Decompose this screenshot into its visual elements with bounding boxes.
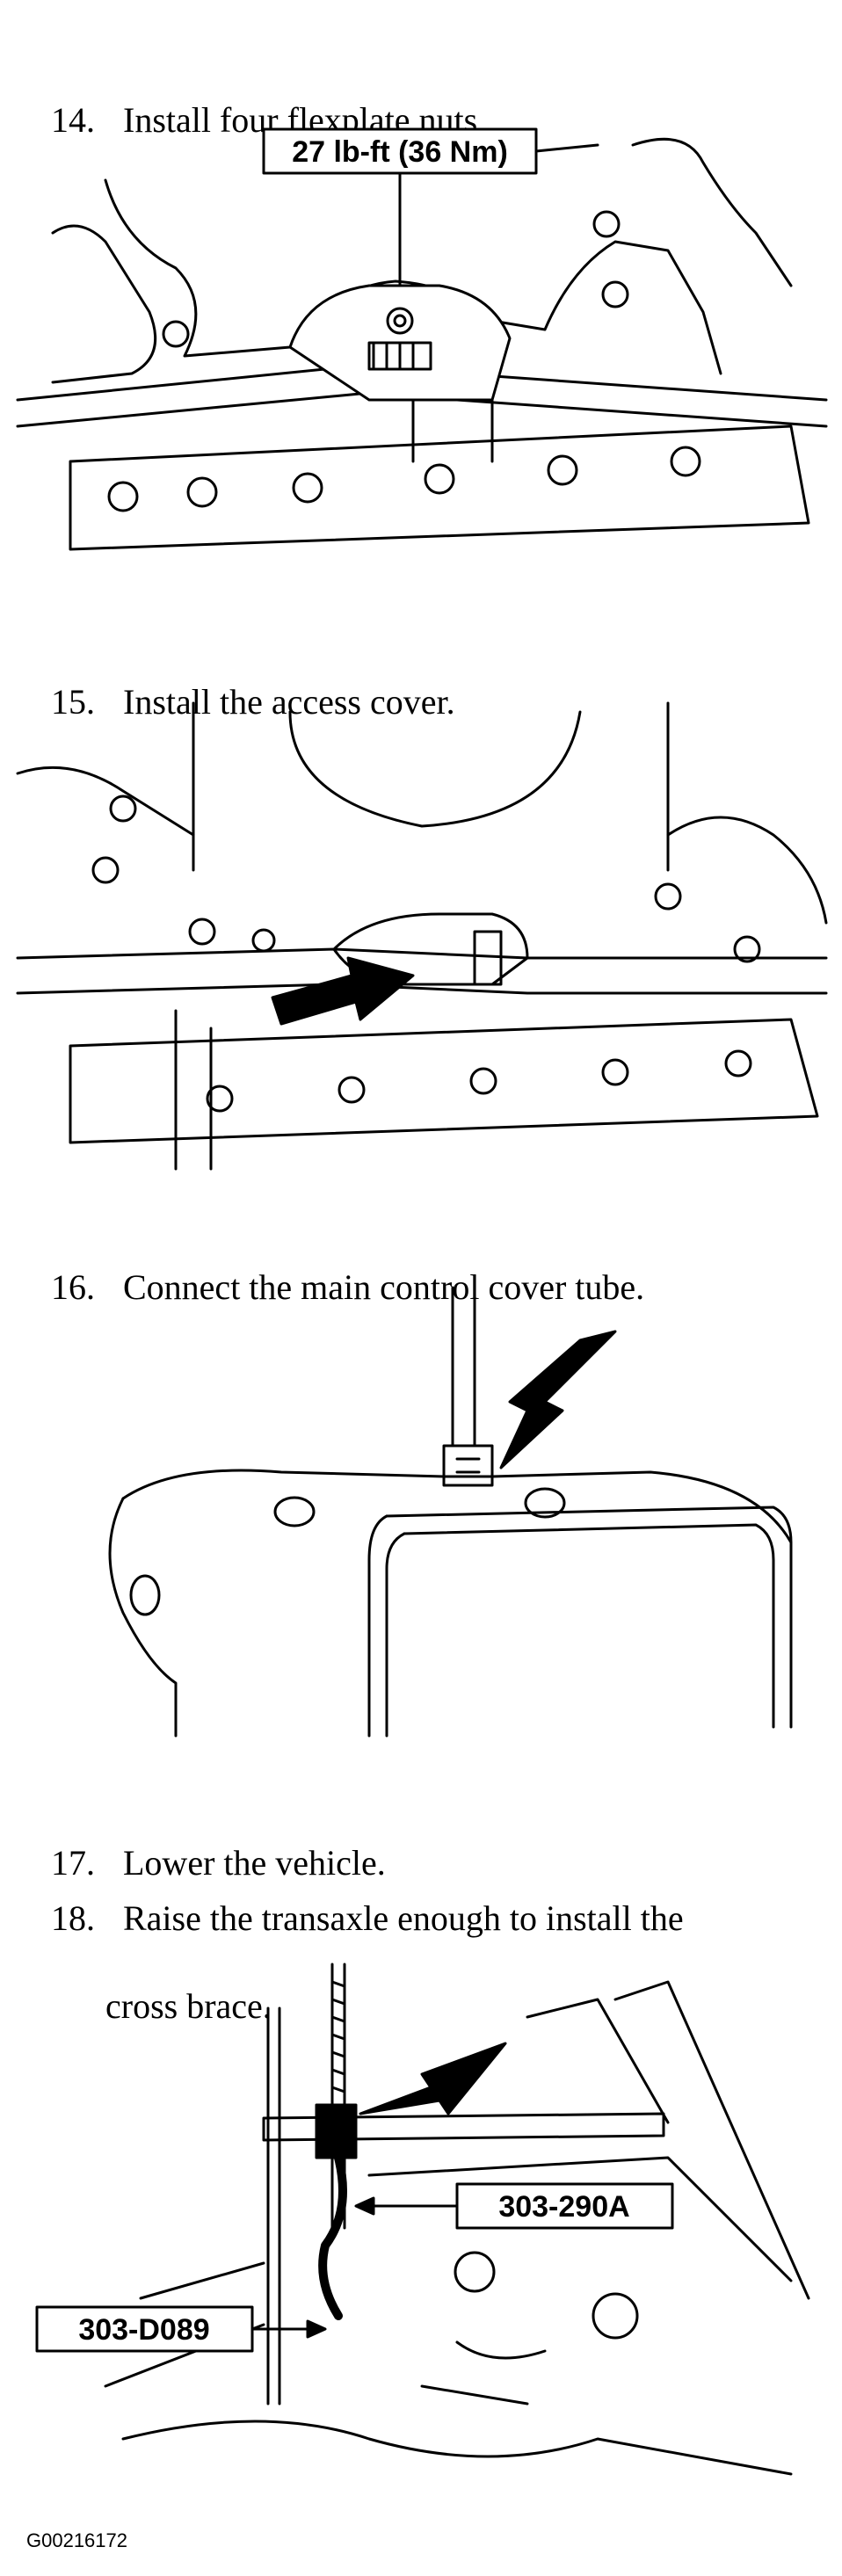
lifting-chain	[318, 2153, 347, 2320]
step-text-continued: cross brace.	[105, 1986, 272, 2026]
bolt	[601, 280, 629, 308]
main-control-cover-outer	[121, 1469, 793, 1729]
engine-line	[420, 2340, 547, 2405]
flange-hole	[424, 463, 455, 495]
bolt	[592, 210, 621, 238]
right-housing	[631, 137, 793, 287]
flange-hole	[469, 1067, 497, 1095]
step-number: 17.	[51, 1843, 95, 1883]
bolt	[251, 928, 276, 953]
tool-callout-label-a: 303-290A	[498, 2190, 629, 2224]
left-frame	[16, 766, 195, 837]
step-number: 16.	[51, 1267, 95, 1307]
brace-block	[315, 2103, 358, 2159]
housing-sides	[192, 701, 670, 872]
bolt	[654, 882, 682, 911]
cover-left-edge	[108, 1497, 178, 1738]
teeth-lines	[372, 341, 415, 371]
rod-threads	[330, 1980, 346, 2111]
torque-callout-box	[262, 127, 538, 175]
plate-edge	[174, 1009, 213, 1171]
flange-hole	[670, 446, 701, 477]
engine-line	[367, 2156, 793, 2282]
torque-callout-label: 27 lb-ft (36 Nm)	[292, 135, 508, 169]
flange-hole	[547, 454, 578, 486]
bolt	[109, 795, 137, 823]
bracket-legs	[411, 398, 494, 463]
callout-arrowhead-a	[354, 2196, 375, 2216]
install-arrow	[359, 2042, 507, 2115]
step-15: 15. Install the access cover.	[33, 636, 455, 724]
cover-inner-top	[385, 1506, 793, 1544]
callout-leader	[534, 143, 599, 153]
cover-inner-left	[367, 1514, 388, 1738]
converter-housing	[288, 710, 582, 828]
rail-upper	[16, 947, 828, 960]
step-text: Lower the vehicle.	[123, 1843, 386, 1883]
oil-pan-flange	[69, 1018, 819, 1144]
step-text: Install the access cover.	[123, 682, 455, 722]
rail-lower	[16, 983, 828, 995]
fitting	[592, 2292, 639, 2340]
flange-hole	[206, 1085, 234, 1113]
figure-code: G00216172	[26, 2529, 127, 2551]
cover-tube	[451, 1286, 476, 1456]
bolt	[733, 935, 761, 963]
connect-arrow	[499, 1330, 617, 1469]
engine-line	[526, 1998, 670, 2124]
callout-arrowhead-b	[306, 2319, 327, 2339]
flange-hole	[186, 476, 218, 508]
bolt-hole	[524, 1487, 566, 1519]
engine-line	[613, 1980, 810, 2300]
support-post	[266, 2006, 281, 2405]
engine-line	[121, 2420, 793, 2476]
step-text: Raise the transaxle enough to install th…	[123, 1898, 684, 1938]
right-frame	[666, 816, 828, 925]
cover-inner-rim	[403, 1523, 775, 1729]
flange-hole	[724, 1049, 752, 1078]
flange-hole	[601, 1058, 629, 1086]
bolt	[91, 856, 120, 884]
figure-control-cover-tube	[0, 1279, 842, 1771]
figure-access-cover	[0, 694, 842, 1186]
flexplate-nut	[386, 307, 414, 335]
bolt	[188, 918, 216, 946]
step-text: Connect the main control cover tube.	[123, 1267, 645, 1307]
tool-callout-box-a	[455, 2182, 674, 2230]
tool-callout-label-b: 303-D089	[78, 2313, 209, 2347]
clip-detail	[455, 1457, 481, 1474]
figure-flexplate-nuts: 27 lb-ft (36 Nm)	[0, 110, 842, 602]
flange-hole	[292, 472, 323, 504]
flexplate-nut-center	[393, 314, 407, 328]
step-17: 17. Lower the vehicle.	[33, 1797, 386, 1885]
step-number: 14.	[51, 100, 95, 140]
cross-brace	[262, 2112, 665, 2142]
step-number: 18.	[51, 1898, 95, 1938]
bolt-hole	[273, 1496, 316, 1527]
flange-hole	[338, 1076, 366, 1104]
step-number: 15.	[51, 682, 95, 722]
bolt	[162, 320, 190, 348]
left-housing	[51, 224, 157, 384]
flange-hole	[107, 481, 139, 512]
figure-cross-brace: 303-290A 303-D089	[0, 1947, 842, 2509]
fitting	[454, 2251, 496, 2293]
cover-inner-rim-left	[385, 1532, 406, 1738]
tube-clip	[442, 1444, 494, 1487]
step-18: 18. Raise the transaxle enough to install…	[33, 1853, 684, 2072]
bolt-hole	[129, 1574, 161, 1616]
oil-pan-flange	[69, 424, 810, 551]
install-arrow	[271, 956, 415, 1026]
step-16: 16. Connect the main control cover tube.	[33, 1222, 644, 1310]
